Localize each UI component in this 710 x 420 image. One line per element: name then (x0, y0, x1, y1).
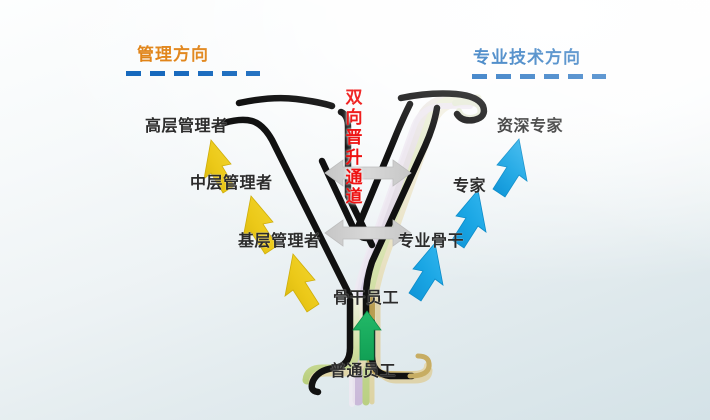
bidirectional-arrows (324, 159, 412, 247)
technical-arrows (408, 138, 528, 302)
technical-branch-outline (352, 90, 488, 324)
node-label-professional-backbone: 专业骨干 (398, 233, 465, 250)
arrow-to-middle-manager (242, 195, 278, 255)
channel-char-5: 通 (345, 167, 363, 187)
base-foot-tan-outline (407, 353, 432, 379)
node-label-key-employee: 骨干员工 (333, 290, 400, 307)
node-label-middle-manager: 中层管理者 (190, 175, 273, 192)
node-label-senior-expert: 资深专家 (497, 118, 564, 135)
node-label-expert: 专家 (453, 178, 487, 195)
arrow-to-expert (451, 189, 487, 249)
node-label-senior-manager: 高层管理者 (145, 118, 228, 135)
channel-char-6: 道 (345, 187, 363, 207)
channel-char-1: 双 (345, 88, 363, 107)
node-label-general-employee: 普通员工 (330, 363, 397, 380)
arrow-to-senior-manager (203, 139, 235, 194)
arrow-to-junior-manager (284, 253, 320, 313)
node-label-junior-manager: 基层管理者 (238, 233, 321, 250)
bidirectional-arrow-lower (324, 219, 412, 247)
technical-direction-title: 专业技术方向 (473, 48, 581, 67)
arrow-to-professional-backbone (408, 242, 444, 302)
arrow-base-promotion (352, 310, 382, 361)
bidirectional-promotion-channel-label: 双 向 晋 升 通 道 (344, 88, 364, 207)
bidirectional-arrow-upper (324, 159, 412, 187)
channel-char-2: 向 (345, 107, 363, 127)
management-direction-title: 管理方向 (137, 45, 209, 64)
management-arrows (203, 139, 320, 313)
channel-char-3: 晋 (345, 127, 363, 147)
channel-char-4: 升 (345, 147, 363, 167)
arrow-to-senior-expert (492, 138, 528, 198)
management-direction-divider (126, 71, 260, 76)
technical-direction-divider (472, 74, 606, 79)
